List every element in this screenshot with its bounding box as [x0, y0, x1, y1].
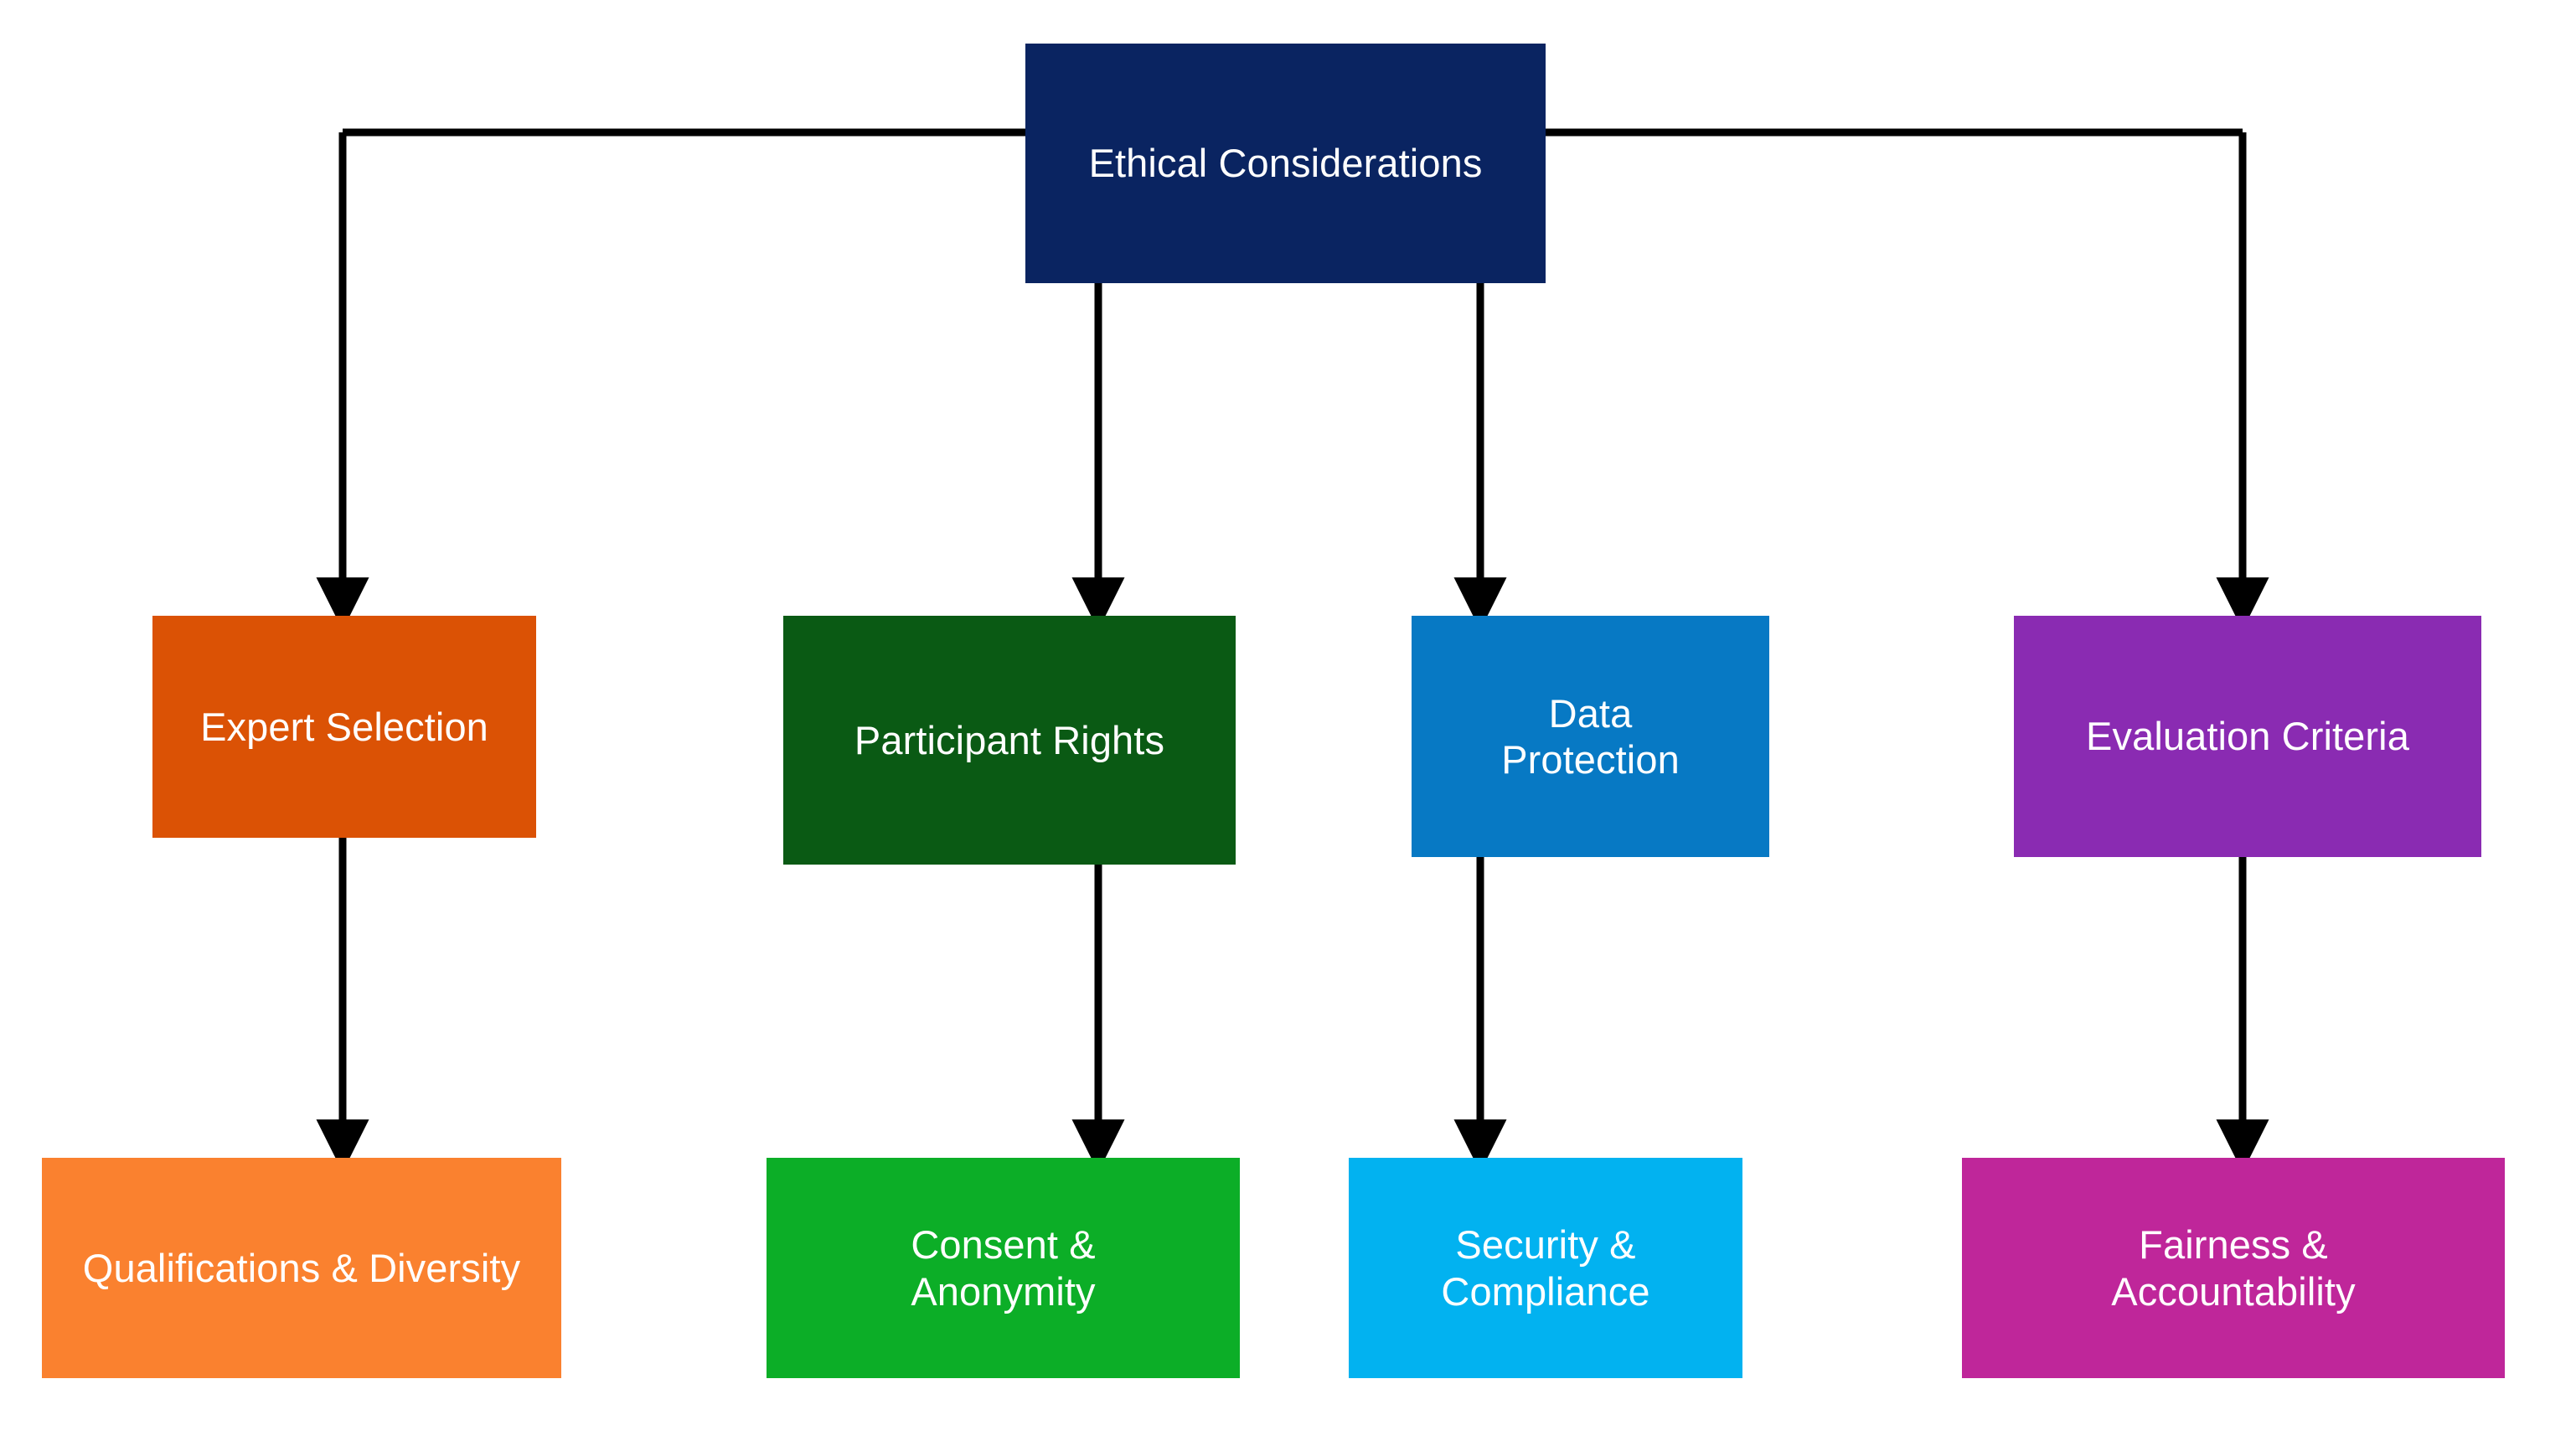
node-consent-anonymity[interactable]: Consent & Anonymity	[767, 1158, 1240, 1378]
node-label: Data Protection	[1501, 690, 1680, 782]
node-label: Expert Selection	[200, 704, 488, 749]
node-label: Evaluation Criteria	[2086, 714, 2409, 759]
node-label: Participant Rights	[854, 717, 1165, 762]
node-evaluation-criteria[interactable]: Evaluation Criteria	[2014, 616, 2481, 857]
node-data-protection[interactable]: Data Protection	[1412, 616, 1769, 857]
node-fairness-accountability[interactable]: Fairness & Accountability	[1962, 1158, 2505, 1378]
node-qualifications-diversity[interactable]: Qualifications & Diversity	[42, 1158, 561, 1378]
node-label: Consent & Anonymity	[911, 1222, 1096, 1314]
node-expert-selection[interactable]: Expert Selection	[152, 616, 536, 838]
node-participant-rights[interactable]: Participant Rights	[783, 616, 1236, 865]
node-label: Qualifications & Diversity	[82, 1245, 521, 1290]
node-ethical-considerations[interactable]: Ethical Considerations	[1025, 44, 1546, 283]
node-security-compliance[interactable]: Security & Compliance	[1349, 1158, 1742, 1378]
node-label: Fairness & Accountability	[2111, 1222, 2356, 1314]
node-label: Ethical Considerations	[1088, 141, 1483, 186]
node-label: Security & Compliance	[1441, 1222, 1650, 1314]
